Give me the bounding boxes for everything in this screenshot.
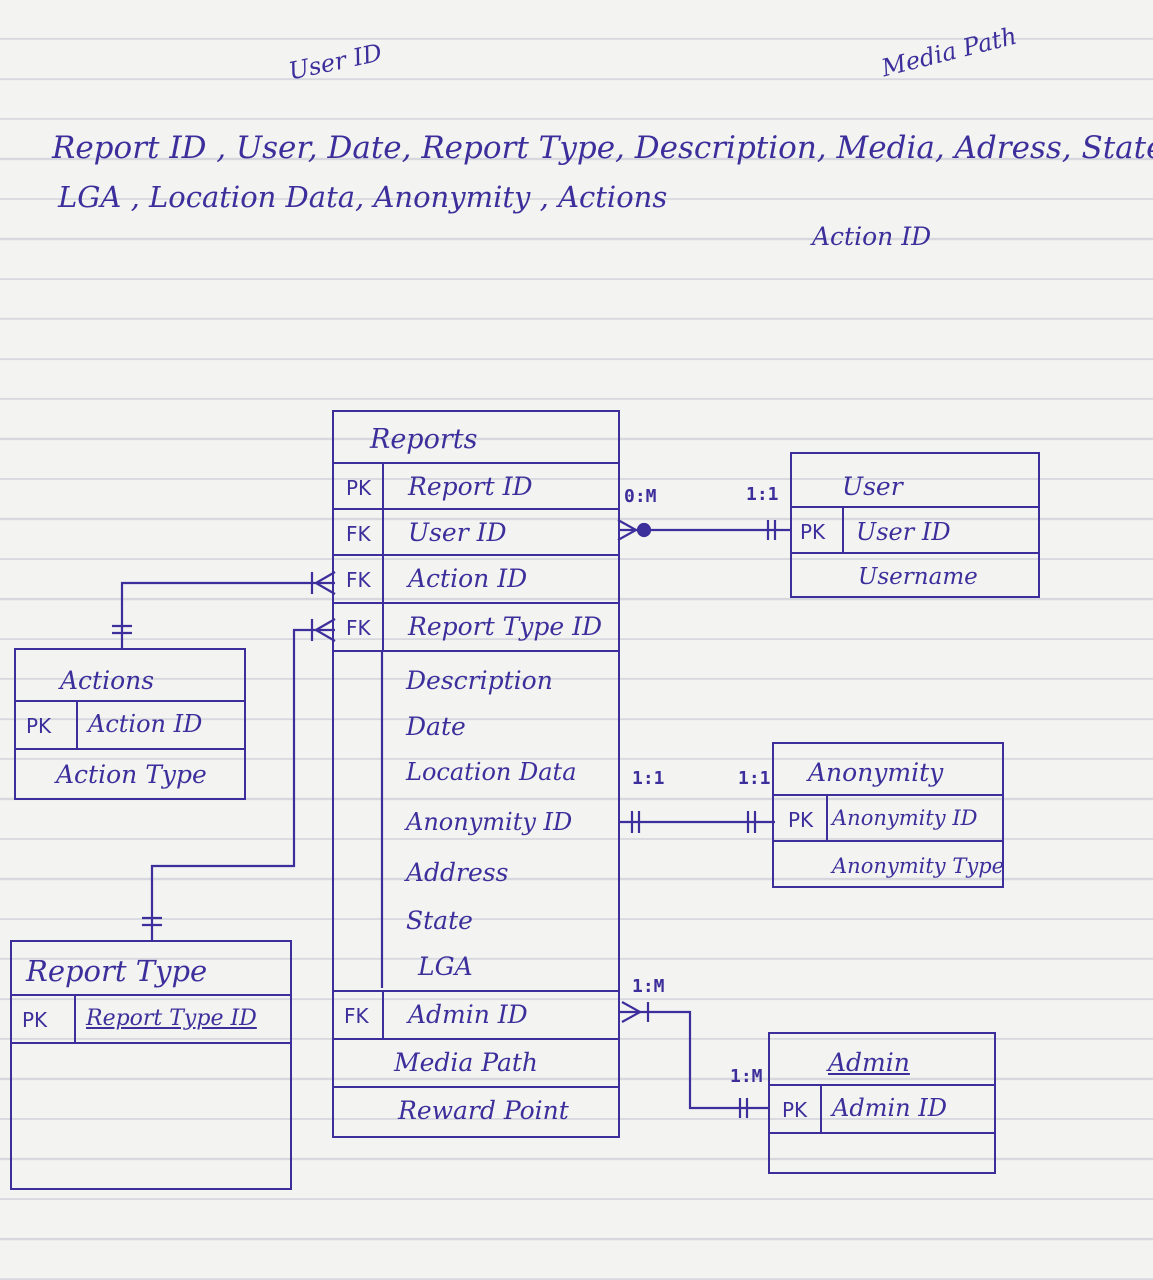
reports-row-user-id: FK User ID <box>334 508 618 556</box>
reports-key: FK <box>346 616 371 640</box>
reports-field-anonymity-id: Anonymity ID <box>406 808 573 836</box>
anonymity-row-id: PK Anonymity ID <box>774 794 1002 842</box>
actions-row-id: PK Action ID <box>16 700 244 748</box>
reports-row-admin-id: FK Admin ID <box>334 990 618 1038</box>
admin-title: Admin <box>828 1048 910 1077</box>
reports-title: Reports <box>370 424 478 455</box>
reports-divider <box>334 650 618 652</box>
report-type-id-field: Report Type ID <box>86 1006 257 1031</box>
reports-field-state: State <box>406 906 473 935</box>
reports-field: Report Type ID <box>408 612 603 641</box>
user-id-field: User ID <box>856 518 951 546</box>
reports-row-report-type-id: FK Report Type ID <box>334 602 618 650</box>
reports-row-action-id: FK Action ID <box>334 554 618 602</box>
reports-field-lga: LGA <box>418 952 473 981</box>
actions-pk: PK <box>26 714 52 738</box>
reports-key: FK <box>346 522 371 546</box>
reports-row-reward-point: Reward Point <box>334 1086 618 1134</box>
line-reports-actions <box>120 581 335 650</box>
anonymity-id-field: Anonymity ID <box>832 806 978 830</box>
reports-field: Report ID <box>408 472 533 501</box>
reports-field-description: Description <box>406 666 553 695</box>
cardinality-admin-reports: 1:M <box>730 1066 763 1087</box>
cardinality-user-reports: 1:1 <box>746 484 779 505</box>
admin-id-field: Admin ID <box>832 1094 947 1122</box>
user-title: User <box>842 472 903 501</box>
note-action-id: Action ID <box>812 222 932 251</box>
report-type-entity: Report Type PK Report Type ID <box>10 940 292 1190</box>
reports-entity: Reports PK Report ID FK User ID FK Actio… <box>332 410 620 1138</box>
report-type-row-id: PK Report Type ID <box>12 994 290 1044</box>
actions-title: Actions <box>60 666 155 695</box>
line-reports-admin <box>620 1010 768 1110</box>
reports-key: FK <box>344 1004 369 1028</box>
note-line-1: Report ID , User, Date, Report Type, Des… <box>52 130 1153 166</box>
crowsfoot-reports-user <box>617 519 637 531</box>
reports-row-media-path: Media Path <box>334 1038 618 1086</box>
anonymity-type-field: Anonymity Type <box>832 854 1005 878</box>
actions-row-type: Action Type <box>16 748 244 800</box>
cardinality-reports-user: 0:M <box>624 486 657 507</box>
report-type-title: Report Type <box>26 954 208 988</box>
admin-row-id: PK Admin ID <box>770 1084 994 1134</box>
reports-field-address: Address <box>406 858 509 887</box>
user-row-id: PK User ID <box>792 506 1038 554</box>
reports-field: Admin ID <box>408 1000 528 1029</box>
admin-entity: Admin PK Admin ID <box>768 1032 996 1174</box>
actions-id-field: Action ID <box>88 710 203 738</box>
anonymity-row-type: Anonymity Type <box>774 840 1005 890</box>
actions-type-field: Action Type <box>56 760 207 789</box>
anonymity-pk: PK <box>788 808 814 832</box>
cardinality-reports-anonymity: 1:1 <box>632 768 665 789</box>
reports-field: Reward Point <box>398 1096 569 1125</box>
user-row-username: Username <box>792 552 1038 600</box>
user-entity: User PK User ID Username <box>790 452 1040 598</box>
zero-marker <box>636 522 652 538</box>
cardinality-reports-admin: 1:M <box>632 976 665 997</box>
reports-key: PK <box>346 476 372 500</box>
reports-row-report-id: PK Report ID <box>334 462 618 510</box>
anonymity-title: Anonymity <box>808 758 944 787</box>
cardinality-anonymity-reports: 1:1 <box>738 768 771 789</box>
reports-field: Action ID <box>408 564 528 593</box>
report-type-pk: PK <box>22 1008 48 1032</box>
reports-field-location-data: Location Data <box>406 758 577 786</box>
anonymity-entity: Anonymity PK Anonymity ID Anonymity Type <box>772 742 1004 888</box>
admin-pk: PK <box>782 1098 808 1122</box>
note-line-2: LGA , Location Data, Anonymity , Actions <box>58 180 668 214</box>
reports-field: User ID <box>408 518 507 547</box>
line-reports-reporttype <box>150 628 335 942</box>
actions-entity: Actions PK Action ID Action Type <box>14 648 246 800</box>
reports-field-date: Date <box>406 712 466 741</box>
reports-key: FK <box>346 568 371 592</box>
user-username-field: Username <box>858 564 978 590</box>
user-pk: PK <box>800 520 826 544</box>
reports-field: Media Path <box>394 1048 538 1077</box>
